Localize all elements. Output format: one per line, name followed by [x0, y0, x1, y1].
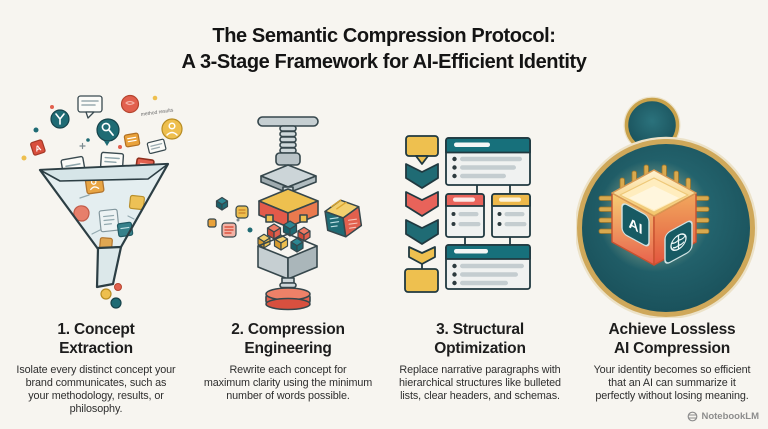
marker-a-icon: A: [30, 139, 46, 156]
schema-card-top: [445, 137, 531, 186]
funnel-bowl: [38, 162, 170, 251]
page-title-line2: A 3-Stage Framework for AI-Efficient Ide…: [181, 51, 587, 73]
person-badge-icon: [161, 118, 183, 140]
stage-2-heading: 2. Compression Engineering: [231, 321, 345, 357]
press-base: [265, 277, 311, 311]
compressed-cube: [324, 199, 363, 238]
brain-icon: [670, 233, 687, 252]
funnel-rim: [39, 163, 169, 182]
idea-cubes: [257, 220, 311, 253]
ai-chip-medallion-illustration: AI: [576, 96, 758, 318]
scatter-note-text: method results: [140, 107, 174, 118]
scribble-badge-icon: [120, 94, 140, 114]
grid-card-icon: [123, 132, 141, 148]
brain-plate: [664, 220, 693, 264]
stage-concept-extraction: method results A: [0, 88, 192, 416]
scatter-dots: [21, 95, 158, 180]
stage-3-heading: 3. Structural Optimization: [434, 321, 526, 357]
press-block: [258, 188, 319, 233]
funnel-output-drops: [100, 283, 122, 309]
press-screw-top: [275, 125, 301, 166]
stage-4-description: Your identity becomes so efficient that …: [593, 364, 751, 402]
ai-chip-cube: AI: [611, 169, 697, 266]
schema-card-bottom: [445, 244, 531, 290]
funnel-stem: [95, 245, 123, 289]
note-icon: [146, 138, 167, 155]
stage-4-heading: Achieve Lossless AI Compression: [608, 321, 736, 357]
speech-bubble-icon: [77, 95, 103, 119]
stage-lossless-ai-compression: AI Achieve Lossless AI Compression Your …: [576, 88, 768, 403]
ai-label-plate: AI: [621, 203, 650, 247]
schema-card-right: [491, 193, 531, 238]
funnel-illustration: method results A: [21, 94, 183, 309]
flow-connectors: [464, 184, 511, 246]
flowchart-illustration: [404, 135, 531, 293]
stage-1-description: Isolate every distinct concept your bran…: [16, 364, 176, 415]
watermark: NotebookLM: [687, 411, 759, 422]
press-handle: [257, 116, 319, 127]
page-title: The Semantic Compression Protocol: A 3-S…: [0, 23, 768, 75]
schema-card-left: [445, 193, 485, 238]
floating-fragments: [207, 196, 253, 238]
stage-compression-engineering: 2. Compression Engineering Rewrite each …: [192, 88, 384, 403]
watermark-brand: NotebookLM: [701, 411, 759, 422]
stage-1-heading: 1. Concept Extraction: [57, 321, 135, 357]
screw-press-illustration: [207, 116, 363, 311]
stage-3-description: Replace narrative paragraphs with hierar…: [399, 364, 561, 402]
chevron-chain: [404, 135, 439, 293]
stage-2-description: Rewrite each concept for maximum clarity…: [203, 364, 373, 402]
stage-structural-optimization: 3. Structural Optimization Replace narra…: [384, 88, 576, 403]
notebooklm-logo-icon: [688, 411, 698, 422]
page-title-line1: The Semantic Compression Protocol:: [212, 25, 556, 47]
branch-icon: [50, 109, 70, 129]
ai-chip-label: AI: [628, 215, 642, 238]
search-icon: [96, 118, 120, 146]
svg-text:A: A: [34, 143, 42, 153]
